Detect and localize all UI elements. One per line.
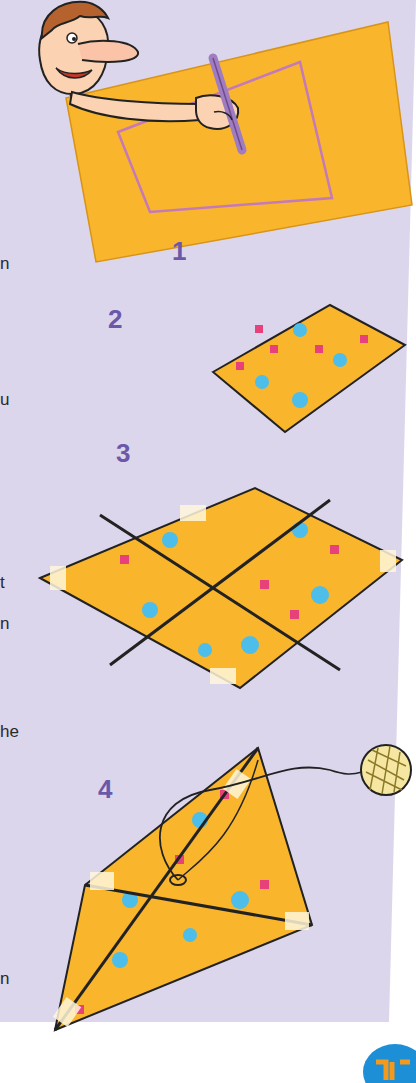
man-figure <box>39 2 242 150</box>
text-fragment: n <box>0 970 9 987</box>
text-fragment: n <box>0 255 9 272</box>
string-ball <box>361 745 411 795</box>
callout-number: 2 <box>108 306 122 332</box>
callout-number: 1 <box>172 238 186 264</box>
callout-number: 4 <box>98 776 112 802</box>
decorated-sheet <box>213 305 405 432</box>
kite-frame <box>40 488 402 688</box>
text-fragment: u <box>0 391 9 408</box>
logo-badge <box>363 1044 416 1083</box>
finished-kite <box>53 748 362 1030</box>
text-fragment: he <box>0 723 19 740</box>
text-fragment: n <box>0 615 9 632</box>
callout-number: 3 <box>116 440 130 466</box>
text-fragment: t <box>0 574 5 591</box>
paper-sheet <box>66 22 412 262</box>
